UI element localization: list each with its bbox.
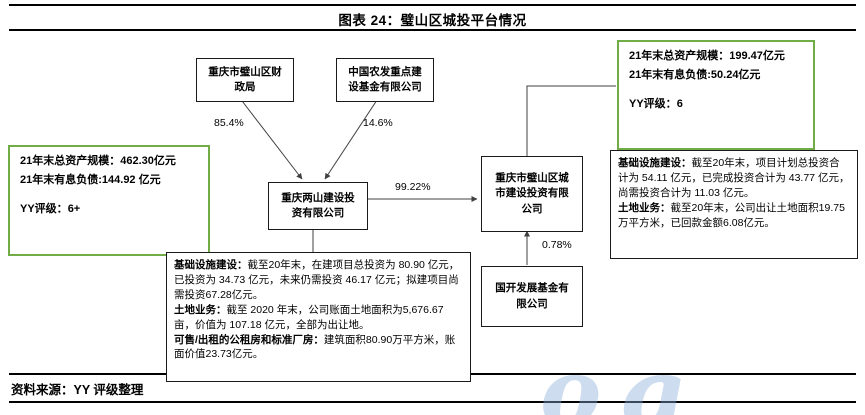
header-top-rule (9, 4, 856, 6)
edge-finance-to-liangshan (238, 96, 303, 180)
total-assets-line: 21年末总资产规模：199.47亿元 (629, 49, 803, 65)
ownership-pct-agrifund: 14.6% (363, 117, 393, 129)
land-label: 土地业务： (618, 201, 671, 214)
metrics-box-bishan: 21年末总资产规模：199.47亿元 21年末有息负债:50.24亿元 YY评级… (617, 40, 815, 150)
land-paragraph: 土地业务：截至 2020 年末，公司账面土地面积为5,676.67亩，价值为 1… (174, 303, 463, 333)
land-text: 截至20年末，公司出让土地面积19.75万平方米，已回款金额6.08亿元。 (618, 201, 845, 229)
infra-label: 基础设施建设： (174, 259, 248, 271)
infra-paragraph: 基础设施建设：截至20年末，在建项目总投资为 80.90 亿元，已投资为 34.… (174, 258, 463, 303)
debt-label: 21年末有息负债: (629, 68, 711, 81)
debt-value: 50.24亿元 (710, 68, 761, 81)
metrics-box-liangshan: 21年末总资产规模：462.30亿元 21年末有息负债:144.92 亿元 YY… (8, 145, 210, 256)
total-assets-value: 462.30亿元 (120, 155, 176, 167)
rating-label: YY评级： (20, 202, 68, 215)
total-assets-label: 21年末总资产规模： (629, 50, 730, 62)
infra-paragraph: 基础设施建设：截至20年末，项目计划总投资合计为 54.11 亿元，已完成投资合… (618, 156, 850, 201)
debt-line: 21年末有息负债:144.92 亿元 (20, 173, 198, 189)
rental-label: 可售/出租的公租房和标准厂房： (174, 333, 324, 346)
infra-text: 截至20年末，在建项目总投资为 80.90 亿元，已投资为 34.73 亿元，未… (174, 259, 460, 301)
node-finance-bureau: 重庆市璧山区财 政局 (196, 58, 294, 102)
figure-title: 图表 24：璧山区城投平台情况 (338, 13, 527, 28)
infra-label: 基础设施建设： (618, 157, 692, 169)
node-liangshan: 重庆两山建设投 资有限公司 (268, 182, 368, 230)
rating-label: YY评级： (629, 97, 677, 110)
edge-bishan-to-metrics-box (526, 85, 616, 156)
ownership-pct-cdbfund: 0.78% (542, 239, 572, 251)
node-label: 重庆市璧山区城 市建设投资有限 公司 (495, 172, 569, 215)
debt-value: 144.92 亿元 (101, 173, 161, 186)
rating-value: 6+ (67, 202, 81, 215)
detail-box-liangshan: 基础设施建设：截至20年末，在建项目总投资为 80.90 亿元，已投资为 34.… (166, 252, 471, 382)
debt-label: 21年末有息负债: (20, 173, 102, 186)
footer-bottom-rule (9, 401, 856, 403)
rental-paragraph: 可售/出租的公租房和标准厂房：建筑面积80.90万平方米，账面价值23.73亿元… (174, 333, 463, 363)
rental-text: 建筑面积80.90万平方米，账面价值23.73亿元。 (174, 333, 456, 361)
node-label: 重庆市璧山区财 政局 (208, 65, 282, 93)
land-label: 土地业务： (174, 303, 227, 316)
ownership-pct-liangshan: 99.22% (395, 181, 431, 193)
source-note: 资料来源：YY 评级整理 (11, 383, 144, 397)
rating-value: 6 (676, 97, 683, 110)
total-assets-line: 21年末总资产规模：462.30亿元 (20, 154, 198, 170)
watermark: og (540, 338, 702, 415)
land-text: 截至 2020 年末，公司账面土地面积为5,676.67亩，价值为 107.18… (174, 303, 444, 331)
infra-text: 截至20年末，项目计划总投资合计为 54.11 亿元，已完成投资合计为 43.7… (618, 157, 850, 199)
detail-box-bishan: 基础设施建设：截至20年末，项目计划总投资合计为 54.11 亿元，已完成投资合… (610, 150, 858, 259)
node-cdb-fund: 国开发展基金有 限公司 (481, 266, 583, 327)
total-assets-value: 199.47亿元 (729, 50, 785, 62)
ownership-pct-finance: 85.4% (214, 117, 244, 129)
node-agri-fund: 中国农发重点建 设基金有限公司 (336, 58, 434, 102)
header-bottom-rule (9, 29, 856, 31)
rating-line: YY评级：6 (629, 97, 803, 113)
node-bishan-udic: 重庆市璧山区城 市建设投资有限 公司 (481, 156, 583, 232)
edge-agrifund-to-liangshan (324, 96, 380, 180)
land-paragraph: 土地业务：截至20年末，公司出让土地面积19.75万平方米，已回款金额6.08亿… (618, 201, 850, 231)
node-label: 国开发展基金有 限公司 (495, 282, 569, 310)
total-assets-label: 21年末总资产规模： (20, 155, 121, 167)
debt-line: 21年末有息负债:50.24亿元 (629, 68, 803, 84)
rating-line: YY评级：6+ (20, 202, 198, 218)
node-label: 重庆两山建设投 资有限公司 (281, 191, 355, 219)
node-label: 中国农发重点建 设基金有限公司 (348, 65, 422, 93)
